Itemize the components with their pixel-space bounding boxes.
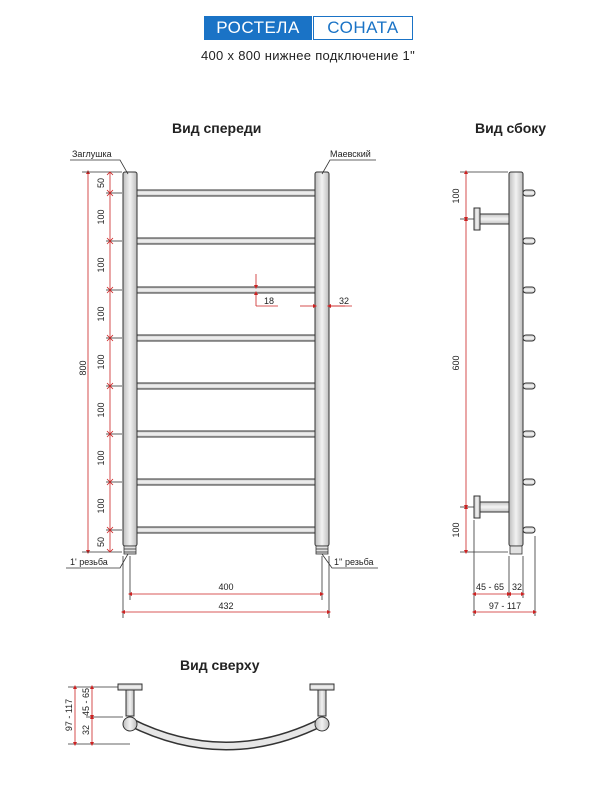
top-pipe-right	[314, 716, 330, 732]
dim-spacing: 100	[96, 257, 106, 272]
wall-bracket-bottom	[473, 495, 481, 519]
dim-width-outer: 432	[218, 601, 233, 611]
dim-side-middle: 600	[451, 355, 461, 370]
side-pipe	[508, 171, 524, 547]
rung-stub	[522, 286, 536, 294]
rung	[133, 237, 319, 245]
dim-depth-total: 97 - 117	[489, 601, 521, 611]
top-bracket-right	[309, 683, 335, 691]
dim-bar-thickness: 18	[264, 296, 274, 306]
dim-pipe-diameter: 32	[339, 296, 349, 306]
thread-left-label: 1' резьба	[70, 557, 108, 567]
rung-stub	[522, 526, 536, 534]
rung	[133, 526, 319, 534]
dim-side-top: 100	[451, 188, 461, 203]
rung	[133, 286, 319, 294]
wall-bracket-top	[473, 207, 481, 231]
top-view-title: Вид сверху	[180, 657, 260, 673]
rung-stub	[522, 430, 536, 438]
dim-top-offset-b: 45 - 65	[81, 688, 91, 716]
side-view: 100 600 100 45 - 65 32 97 - 117	[451, 170, 537, 616]
product-subtitle: 400 x 800 нижнее подключение 1"	[201, 48, 415, 63]
brand-logo-left: РОСТЕЛА	[204, 16, 312, 40]
dim-top-offset-a: 32	[81, 725, 91, 735]
front-view: Заглушка Маевский 1' резьба 1'' резьба 8…	[66, 149, 378, 618]
top-view: 97 - 117 32 45 - 65	[64, 683, 335, 751]
rung	[133, 189, 319, 197]
rung-stub	[522, 189, 536, 197]
right-thread	[315, 545, 329, 555]
dim-top-total: 97 - 117	[64, 699, 74, 731]
dim-spacing: 50	[96, 178, 106, 188]
top-pipe-left	[122, 716, 138, 732]
brand-logo-right: СОНАТА	[313, 16, 413, 40]
top-bracket-left	[117, 683, 143, 691]
dim-total-height: 800	[78, 360, 88, 375]
dim-spacing: 100	[96, 306, 106, 321]
rung	[133, 430, 319, 438]
rung	[133, 334, 319, 342]
dim-spacing: 100	[96, 498, 106, 513]
plug-label: Заглушка	[72, 149, 112, 159]
dim-spacing: 100	[96, 402, 106, 417]
dim-spacing: 100	[96, 450, 106, 465]
thread-right-label: 1'' резьба	[334, 557, 374, 567]
rung-stub	[522, 478, 536, 486]
dim-depth-b: 32	[512, 582, 522, 592]
right-pipe	[314, 171, 330, 547]
rung-stub	[522, 237, 536, 245]
dim-depth-a: 45 - 65	[476, 582, 504, 592]
rung-stub	[522, 382, 536, 390]
front-view-title: Вид спереди	[172, 120, 262, 136]
side-view-title: Вид сбоку	[475, 120, 547, 136]
mayevsky-label: Маевский	[330, 149, 371, 159]
rung	[133, 478, 319, 486]
dim-spacing: 100	[96, 354, 106, 369]
rung-stub	[522, 334, 536, 342]
dim-spacing: 100	[96, 209, 106, 224]
dim-spacing: 50	[96, 537, 106, 547]
left-pipe	[122, 171, 138, 547]
dim-side-bottom: 100	[451, 522, 461, 537]
dim-width-inner: 400	[218, 582, 233, 592]
rung	[133, 382, 319, 390]
left-thread	[123, 545, 137, 555]
front-rungs	[133, 189, 319, 534]
